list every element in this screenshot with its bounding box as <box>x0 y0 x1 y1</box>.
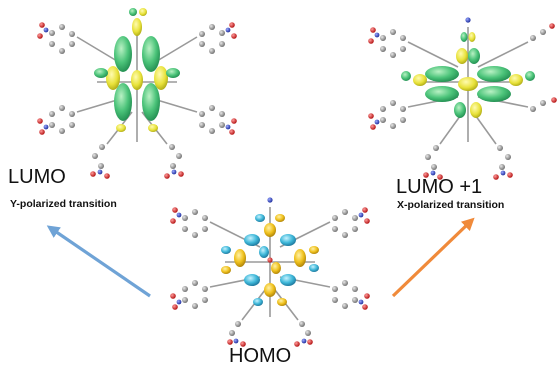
homo-title: HOMO <box>229 345 292 367</box>
homo-molecule-icon <box>170 197 370 347</box>
lumo-plus-1-title: LUMO +1 <box>396 176 483 198</box>
lumo-subtitle: Y-polarized transition <box>10 198 117 210</box>
arrow-to-lumo <box>46 225 151 298</box>
lumo-molecule-icon <box>37 8 237 179</box>
lumo-plus-1-molecule-icon <box>368 17 557 180</box>
lumo-title: LUMO <box>8 166 66 188</box>
lumo-plus-1-subtitle: X-polarized transition <box>397 199 505 211</box>
arrow-to-lumo-plus-1 <box>391 217 475 298</box>
